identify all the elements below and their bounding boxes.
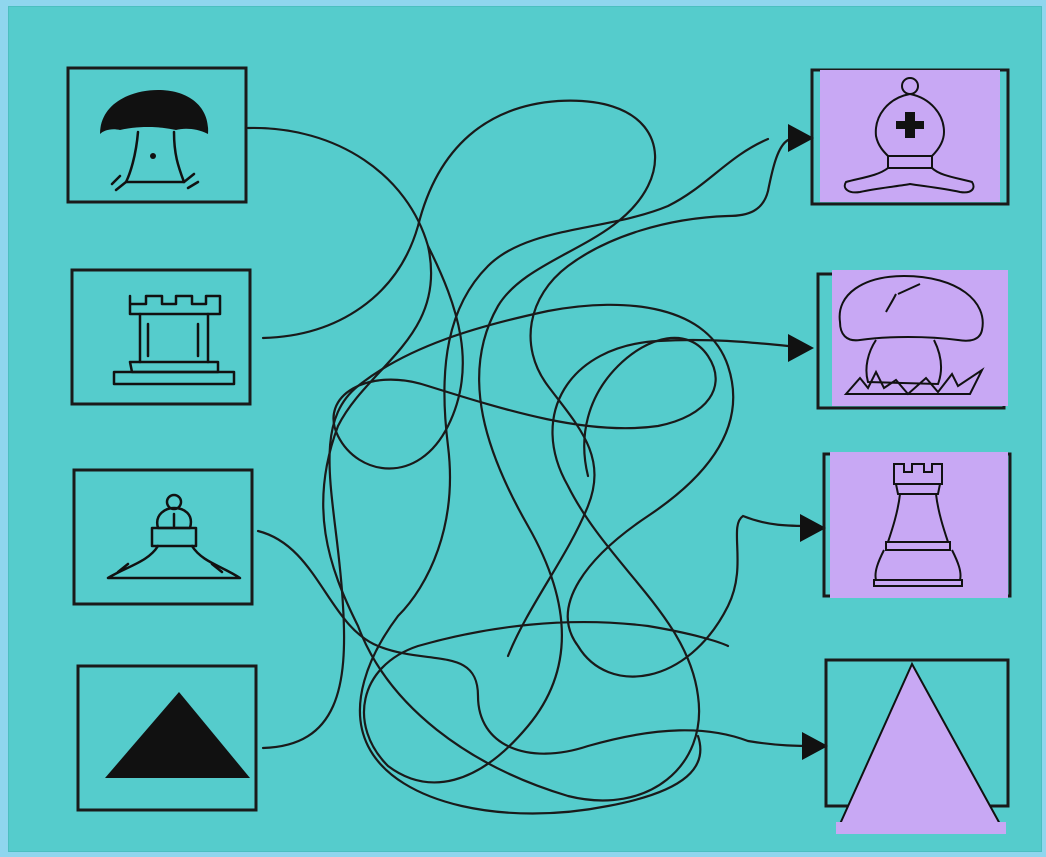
maze-path-7[interactable] xyxy=(508,140,788,656)
right-card-bishop[interactable] xyxy=(812,70,1008,204)
triangle-icon xyxy=(105,692,250,778)
right-card-rook[interactable] xyxy=(824,452,1010,598)
maze-path-3[interactable] xyxy=(258,531,818,754)
arrow-head-1 xyxy=(788,124,814,152)
mushroom-icon xyxy=(100,90,208,190)
right-card-triangle[interactable] xyxy=(826,660,1008,834)
left-card-rook[interactable] xyxy=(72,270,250,404)
rook-icon xyxy=(114,296,234,384)
arrow-heads xyxy=(788,124,828,760)
maze-canvas xyxy=(8,6,1042,852)
left-card-frame xyxy=(74,470,252,604)
arrow-head-4 xyxy=(802,732,828,760)
left-card-bishop[interactable] xyxy=(74,470,252,604)
left-card-triangle[interactable] xyxy=(78,666,256,810)
left-card-mushroom[interactable] xyxy=(68,68,246,202)
triangle-base-fill xyxy=(836,822,1006,834)
arrow-head-2 xyxy=(788,334,814,362)
bishop-icon xyxy=(108,495,240,578)
answer-cell xyxy=(830,452,1008,598)
maze-paths xyxy=(248,101,818,814)
puzzle-board xyxy=(8,6,1042,852)
triangle-icon xyxy=(840,664,1000,824)
arrow-head-3 xyxy=(800,514,826,542)
right-card-mushroom[interactable] xyxy=(818,270,1008,408)
